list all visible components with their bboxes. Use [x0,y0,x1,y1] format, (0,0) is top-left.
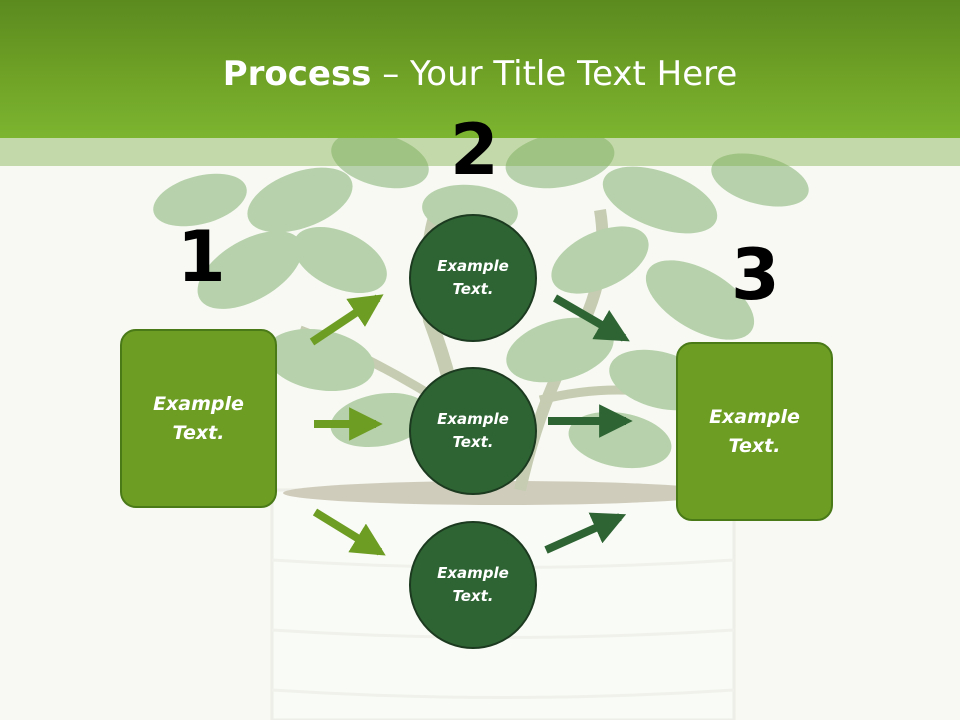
circle-node-middle[interactable]: Example Text. [409,367,537,495]
step-number-3: 3 [731,234,780,316]
circle-bottom-label: Example Text. [437,564,509,605]
title-rest-part: – Your Title Text Here [371,54,738,94]
step-number-2: 2 [450,109,499,191]
circle-top-label: Example Text. [437,257,509,298]
title-bar [0,0,960,138]
slide-title[interactable]: Process – Your Title Text Here [0,52,960,96]
arrow-bottom-circle-to-right [544,512,627,554]
circle-node-bottom[interactable]: Example Text. [409,521,537,649]
left-box-label: Example Text. [153,392,244,444]
arrow-top-circle-to-right [552,294,630,342]
right-process-box[interactable]: Example Text. [676,342,833,521]
left-process-box[interactable]: Example Text. [120,329,277,508]
title-bar-accent-strip [0,138,960,166]
arrow-left-to-top-circle [309,294,384,346]
right-box-label: Example Text. [709,405,800,457]
arrow-left-to-bottom-circle [312,508,386,556]
step-number-1: 1 [177,216,226,298]
circle-node-top[interactable]: Example Text. [409,214,537,342]
circle-middle-label: Example Text. [437,410,509,451]
title-bold-part: Process [222,54,372,94]
